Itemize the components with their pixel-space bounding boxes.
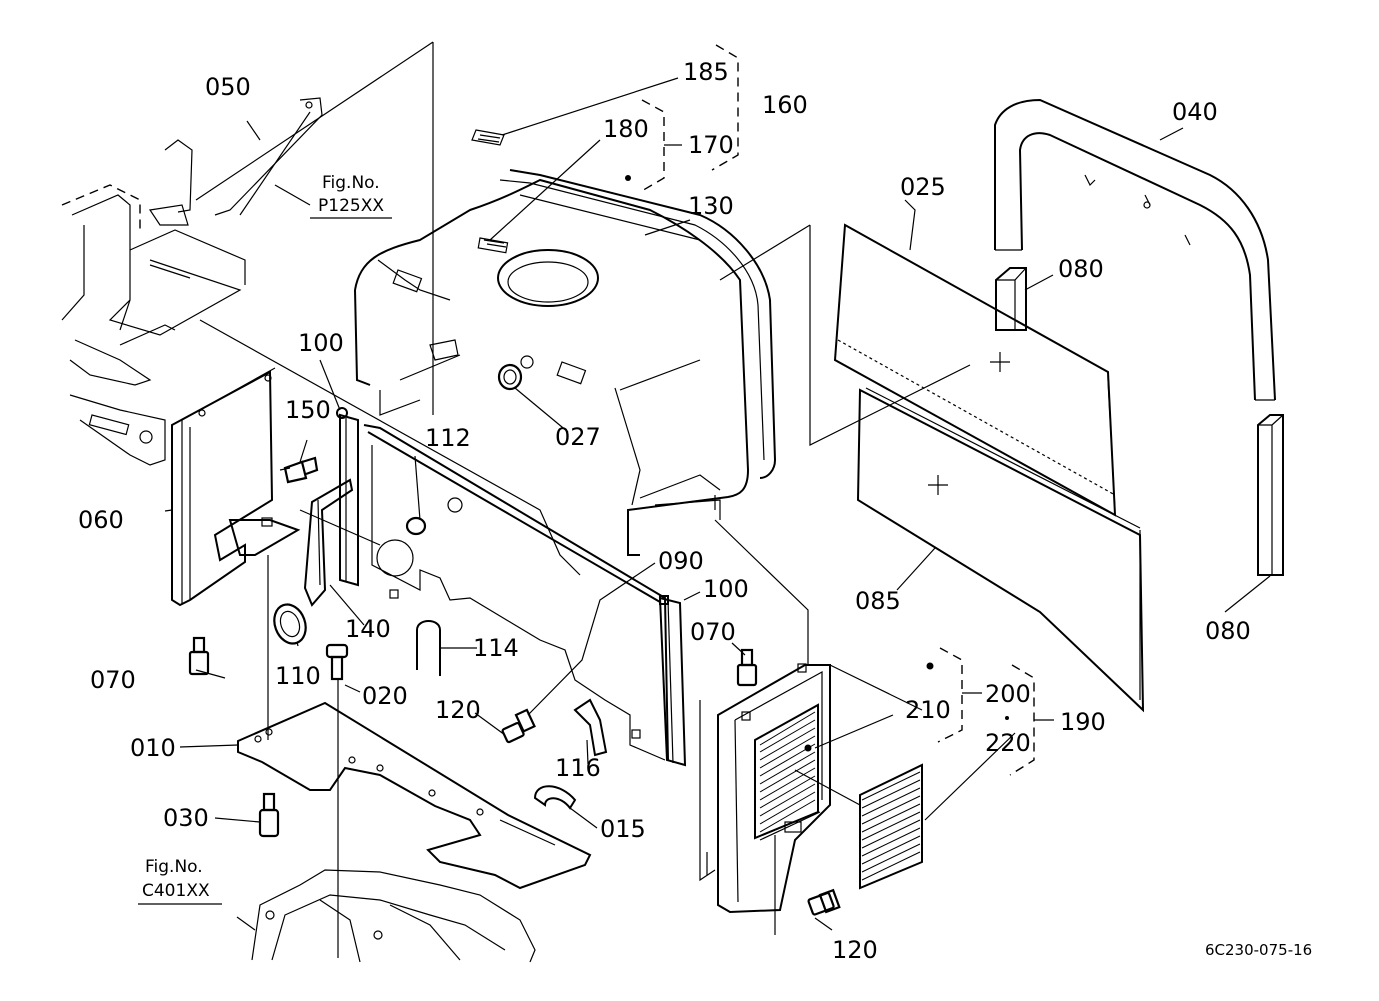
bolt-150 — [279, 456, 319, 484]
part-label-112: 112 — [425, 424, 471, 452]
leader-lines — [164, 77, 1271, 931]
part-label-130: 130 — [688, 192, 734, 220]
part-label-210: 210 — [905, 696, 951, 724]
dot-220 — [1005, 716, 1009, 720]
part-label-050: 050 — [205, 73, 251, 101]
figure-ref-c401-line2: C401XX — [142, 881, 210, 901]
frame-040 — [994, 98, 1276, 401]
bolt-120-bottom — [807, 888, 841, 916]
part-label-015: 015 — [600, 815, 646, 843]
part-label-160: 160 — [762, 91, 808, 119]
side-panel-grille — [717, 663, 831, 914]
part-label-190: 190 — [1060, 708, 1106, 736]
part-label-070-right: 070 — [690, 618, 736, 646]
part-label-060: 060 — [78, 506, 124, 534]
part-label-120-left: 120 — [435, 696, 481, 724]
strip-100-left — [336, 407, 359, 587]
clip-114 — [416, 620, 441, 676]
bracket-200-220-190 — [1009, 664, 1035, 776]
part-label-150: 150 — [285, 396, 331, 424]
part-label-040: 040 — [1172, 98, 1218, 126]
bracket-210-200 — [937, 647, 963, 743]
grille-hatch-210 — [759, 711, 816, 833]
drawing-code: 6C230-075-16 — [1205, 941, 1312, 959]
clip-116 — [573, 698, 608, 757]
part-label-100-right: 100 — [703, 575, 749, 603]
part-label-020: 020 — [362, 682, 408, 710]
bracket-060 — [171, 367, 301, 607]
nut-070-right — [736, 648, 758, 687]
grommet-027 — [497, 363, 523, 391]
panel-090 — [363, 424, 669, 761]
part-label-080-right: 080 — [1205, 617, 1251, 645]
clip-015 — [533, 785, 577, 810]
figure-ref-p125-line2: P125XX — [318, 196, 384, 216]
bolt-030 — [258, 792, 280, 838]
bracket-185-160 — [711, 44, 739, 171]
seal-080-right — [1257, 414, 1284, 576]
part-label-185: 185 — [683, 58, 729, 86]
part-label-170: 170 — [688, 131, 734, 159]
part-label-140: 140 — [345, 615, 391, 643]
filter-085 — [856, 387, 1145, 713]
part-label-080-top: 080 — [1058, 255, 1104, 283]
transmission-reference-drawing — [251, 869, 536, 963]
seal-080-top — [995, 267, 1027, 331]
strip-100-right — [658, 595, 687, 767]
bolt-point-210 — [804, 744, 812, 752]
part-label-180: 180 — [603, 115, 649, 143]
part-label-116: 116 — [555, 754, 601, 782]
part-label-110: 110 — [275, 662, 321, 690]
frame-reference-drawing — [61, 97, 323, 466]
part-label-200: 200 — [985, 680, 1031, 708]
part-label-027: 027 — [555, 423, 601, 451]
nut-070-left — [188, 636, 210, 676]
part-label-025: 025 — [900, 173, 946, 201]
ring-110 — [273, 603, 307, 645]
part-label-114: 114 — [473, 634, 519, 662]
part-label-120-bottom: 120 — [832, 936, 878, 964]
figure-ref-c401-line1: Fig.No. — [145, 857, 203, 877]
assembly-guide-lines — [195, 41, 971, 958]
bolt-020 — [325, 643, 349, 681]
figure-ref-p125-line1: Fig.No. — [322, 173, 380, 193]
part-label-010: 010 — [130, 734, 176, 762]
part-label-070-left: 070 — [90, 666, 136, 694]
bracket-180-170 — [639, 99, 665, 193]
part-label-030: 030 — [163, 804, 209, 832]
bracket-140 — [303, 478, 354, 607]
hood-cover-130 — [354, 169, 777, 556]
grille-220 — [859, 763, 923, 890]
part-label-100-left: 100 — [298, 329, 344, 357]
part-label-090: 090 — [658, 547, 704, 575]
bolt-point-170 — [625, 175, 631, 181]
bolt-point-200 — [926, 662, 934, 670]
bolt-120-left — [501, 708, 536, 744]
part-label-085: 085 — [855, 587, 901, 615]
plate-010 — [237, 701, 592, 890]
part-label-220: 220 — [985, 729, 1031, 757]
seal-185 — [471, 129, 505, 146]
